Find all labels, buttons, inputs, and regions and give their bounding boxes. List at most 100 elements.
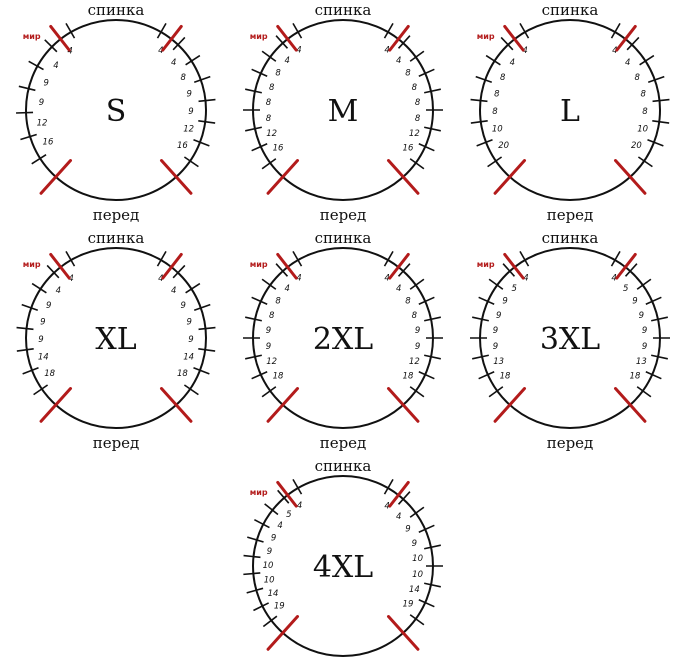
stitch-count-label: 9	[266, 342, 271, 352]
tick-mark	[292, 22, 303, 39]
stitch-count-label: 4	[67, 47, 72, 57]
tick-mark	[418, 68, 435, 77]
raglan-marker-top	[388, 252, 410, 280]
tick-mark	[275, 263, 289, 277]
stitch-count-label: 9	[186, 317, 191, 327]
raglan-marker-top	[615, 24, 637, 52]
stitch-count-label: 12	[183, 124, 194, 134]
tick-mark	[245, 316, 262, 322]
tick-mark	[645, 371, 662, 380]
tick-mark	[275, 35, 289, 49]
raglan-marker-bottom	[493, 159, 526, 195]
stitch-count-label: 20	[498, 141, 509, 151]
raglan-marker-bottom	[614, 387, 647, 423]
stitch-count-label: 4	[384, 45, 389, 55]
raglan-marker-bottom	[266, 159, 299, 195]
tick-mark	[397, 35, 411, 49]
tick-mark	[651, 354, 668, 360]
tick-mark	[383, 478, 394, 495]
stitch-count-label: 4	[53, 61, 58, 71]
raglan-marker-top	[161, 24, 183, 52]
tick-mark	[185, 54, 201, 66]
size-label: M	[328, 94, 359, 129]
mir-label: мир	[477, 32, 495, 41]
stitch-count-label: 4	[297, 501, 302, 511]
mir-label: мир	[250, 488, 268, 497]
tick-mark	[418, 524, 435, 533]
tick-mark	[251, 143, 268, 152]
stitch-count-label: 14	[38, 352, 49, 362]
stitch-count-label: 8	[415, 98, 421, 108]
tick-mark	[639, 54, 655, 66]
stitch-count-label: 9	[181, 301, 186, 311]
front-label: перед	[320, 206, 367, 224]
stitch-count-label: 8	[275, 297, 281, 307]
tick-mark	[172, 264, 186, 279]
stitch-count-label: 16	[177, 141, 188, 151]
raglan-marker-top	[615, 252, 637, 280]
stitch-count-label: 9	[405, 525, 410, 535]
tick-mark	[251, 68, 268, 77]
raglan-marker-bottom	[160, 387, 193, 423]
mir-label: мир	[250, 32, 268, 41]
stitch-count-label: 20	[631, 141, 642, 151]
stitch-count-label: 9	[496, 311, 501, 321]
tick-mark	[424, 126, 441, 132]
tick-mark	[31, 282, 47, 294]
tick-mark	[16, 326, 34, 331]
tick-mark	[251, 296, 268, 305]
stitch-count-label: 10	[412, 570, 423, 580]
stitch-count-label: 9	[493, 326, 498, 336]
raglan-marker-bottom	[493, 387, 526, 423]
tick-mark	[418, 143, 435, 152]
stitch-count-label: 4	[625, 58, 630, 68]
stitch-count-label: 18	[500, 372, 511, 382]
mir-label: мир	[23, 32, 41, 41]
stitch-count-label: 9	[412, 539, 417, 549]
tick-mark	[418, 599, 435, 608]
back-label: спинка	[542, 1, 599, 19]
size-label: L	[560, 94, 580, 129]
stitch-count-label: 18	[177, 369, 188, 379]
front-label: перед	[547, 434, 594, 452]
stitch-count-label: 9	[642, 326, 647, 336]
stitch-count-label: 12	[266, 129, 277, 139]
tick-mark	[183, 384, 199, 396]
tick-mark	[156, 250, 167, 267]
stitch-count-label: 8	[412, 83, 418, 93]
stitch-count-label: 4	[396, 56, 401, 66]
stitch-count-label: 10	[492, 124, 503, 134]
stitch-count-label: 14	[268, 589, 279, 599]
tick-mark	[198, 348, 216, 352]
tick-mark	[251, 371, 268, 380]
tick-mark	[65, 22, 76, 39]
stitch-count-label: 8	[405, 297, 411, 307]
tick-mark	[637, 156, 653, 168]
tick-mark	[397, 263, 411, 277]
stitch-count-label: 16	[43, 138, 54, 148]
tick-mark	[651, 316, 668, 322]
tick-mark	[246, 587, 264, 594]
tick-mark	[16, 111, 34, 114]
raglan-marker-top	[161, 252, 183, 280]
tick-mark	[487, 156, 503, 168]
tick-mark	[292, 478, 303, 495]
stitch-count-label: 14	[183, 352, 194, 362]
tick-mark	[18, 85, 36, 92]
neckline-circle	[25, 247, 207, 429]
stitch-count-label: 8	[635, 73, 641, 83]
tick-mark	[193, 75, 211, 84]
tick-mark	[424, 582, 441, 588]
tick-mark	[470, 98, 488, 103]
back-label: спинка	[542, 229, 599, 247]
tick-mark	[610, 250, 621, 267]
tick-mark	[16, 348, 34, 352]
stitch-count-label: 8	[275, 69, 281, 79]
stitch-count-label: 16	[403, 144, 414, 154]
tick-mark	[409, 278, 425, 290]
stitch-count-label: 10	[412, 554, 423, 564]
tick-mark	[645, 296, 662, 305]
tick-mark	[44, 39, 58, 53]
stitch-count-label: 9	[38, 335, 43, 345]
